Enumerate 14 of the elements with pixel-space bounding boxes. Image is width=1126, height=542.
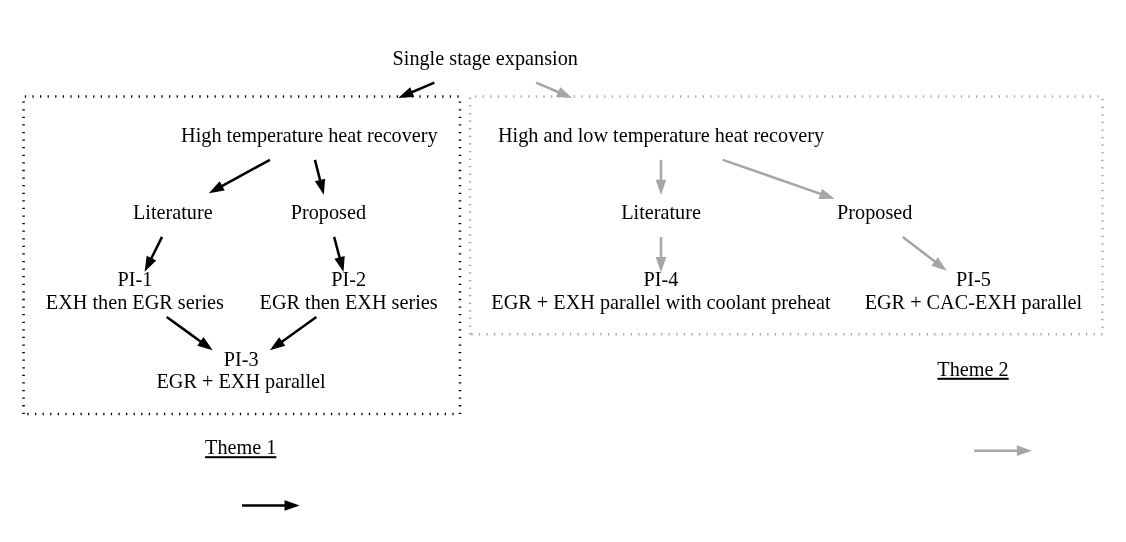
node-text: Literature (621, 200, 701, 223)
legend-label: Theme 2 (937, 357, 1009, 380)
node-text: High temperature heat recovery (181, 123, 438, 146)
node-text: PI-4 EGR + EXH parallel with coolant preheat (491, 267, 831, 313)
node-text: High and low temperature heat recovery (497, 123, 825, 146)
legend-label: Theme 1 (205, 435, 277, 458)
node-text: PI-1 EXH then EGR series (45, 267, 224, 313)
node-text: Single stage expansion (392, 46, 578, 69)
node-text: Proposed (290, 200, 367, 223)
node-text: Literature (132, 200, 213, 223)
node-text: PI-5 EGR + CAC-EXH parallel (864, 267, 1083, 313)
node-text: PI-2 EGR then EXH series (259, 267, 438, 313)
node-text: PI-3 EGR + EXH parallel (156, 347, 326, 392)
node-text: Proposed (837, 200, 913, 223)
